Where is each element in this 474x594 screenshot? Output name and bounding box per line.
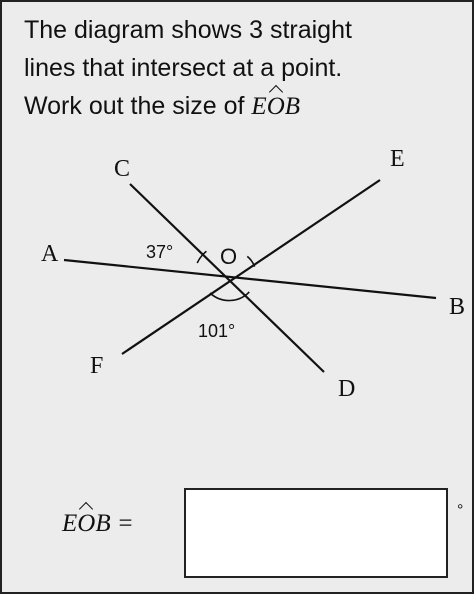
- point-label-e: E: [390, 146, 405, 172]
- line-ef: [121, 179, 381, 355]
- point-label-b: B: [449, 294, 465, 320]
- line-cd: [129, 183, 325, 373]
- intersecting-lines-diagram: A B C D E F O 37° 101°: [41, 146, 465, 402]
- answer-label: EOB =: [62, 510, 134, 538]
- question-line-3: Work out the size of EOB: [24, 92, 300, 121]
- answer-label-e: E: [62, 510, 78, 537]
- angle-arc-aoc: [196, 250, 207, 264]
- question-line-1: The diagram shows 3 straight: [24, 16, 352, 44]
- angle-name-b: B: [284, 93, 301, 120]
- angle-arc-boe: [246, 255, 256, 268]
- question-line-2: lines that intersect at a point.: [24, 54, 343, 82]
- answer-input[interactable]: [184, 488, 448, 578]
- question-line-3-text: Work out the size of: [24, 92, 252, 120]
- answer-label-o: O: [77, 510, 96, 537]
- angle-name-e: E: [251, 93, 267, 120]
- answer-label-b: B: [95, 510, 111, 537]
- point-label-f: F: [90, 353, 103, 379]
- answer-label-equals: =: [110, 510, 134, 537]
- degree-unit-label: °: [457, 502, 464, 519]
- point-label-c: C: [114, 156, 130, 182]
- angle-label-aoc: 37°: [146, 242, 173, 262]
- angle-label-fod: 101°: [198, 321, 235, 341]
- line-ab: [63, 258, 437, 300]
- angle-name-eob: EOB: [251, 93, 300, 120]
- point-label-a: A: [41, 241, 59, 267]
- point-label-o: O: [220, 244, 237, 269]
- angle-arc-fod: [209, 291, 250, 302]
- angle-name-o: O: [266, 93, 285, 120]
- point-label-d: D: [338, 376, 355, 402]
